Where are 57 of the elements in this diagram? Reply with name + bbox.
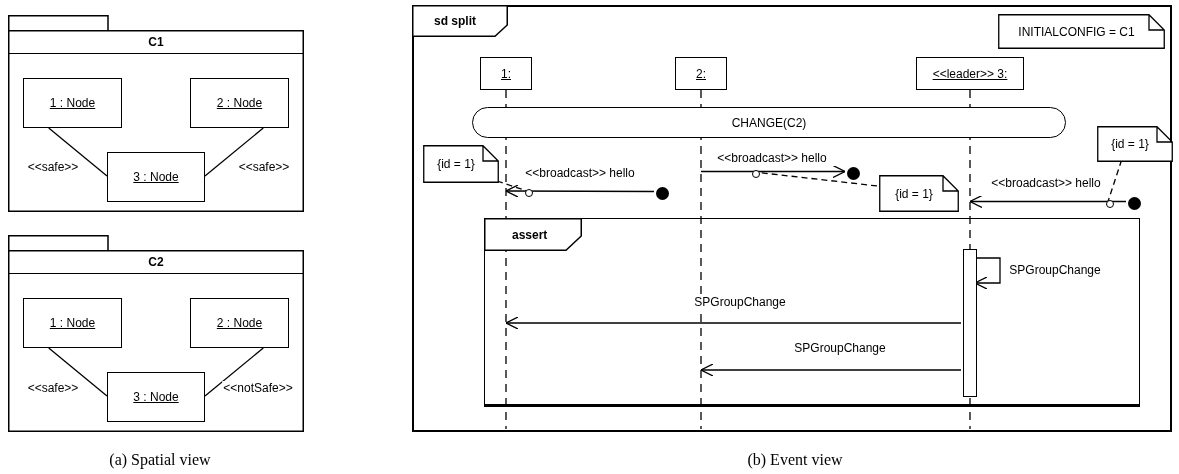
edge-label: <<notSafe>> [222,381,294,395]
connector-line [1107,159,1123,203]
message-arrow [969,194,1127,209]
start-dot [1128,197,1141,210]
edge-label: <<broadcast>> hello [524,166,636,180]
sequence-frame [412,5,1172,432]
start-dot [656,187,669,200]
edge-label: <<safe>> [237,160,291,174]
activation-bar [963,249,977,397]
edge-label: <<safe>> [26,381,80,395]
edge-label: <<broadcast>> hello [716,151,828,165]
connector-line [48,347,108,397]
message-arrow [700,164,846,179]
note [423,145,499,183]
lifeline [504,90,508,429]
frame-title: sd split [412,5,508,37]
note [1097,126,1173,162]
connector-line [204,347,264,397]
note [998,14,1165,49]
edge-label: SPGroupChange [693,295,787,309]
note-text: {id = 1} [437,157,476,171]
note-text: {id = 1} [895,186,934,201]
package-title: C2 [8,250,304,274]
note-text: {id = 1} [1111,137,1150,151]
connector-line [48,127,108,177]
edge-label: SPGroupChange [793,341,887,355]
lifeline-head: <<leader>> 3: [916,57,1024,90]
message-arrow [505,184,655,198]
object-box: 1 : Node [23,298,122,348]
message-arrow [700,363,962,377]
note [879,175,959,212]
fragment-operator [484,218,582,251]
message-arrow [974,257,1001,290]
object-box: 2 : Node [190,298,289,348]
object-box: 1 : Node [23,78,122,128]
anchor-ring [525,189,533,197]
object-box: 3 : Node [107,372,205,422]
package [8,15,304,212]
note-text: INITIALCONFIG = C1 [1018,24,1136,39]
lifeline-head: 2: [675,57,727,90]
package [8,235,304,432]
edge-label: SPGroupChange [1008,263,1102,277]
package-title: C1 [8,30,304,54]
object-box: 2 : Node [190,78,289,128]
object-box: 3 : Node [107,152,205,202]
message-arrow [505,316,962,330]
figure-caption: (b) Event view [747,451,843,469]
edge-label: <<broadcast>> hello [990,176,1102,190]
figure-caption: (a) Spatial view [109,451,211,469]
edge-label: <<safe>> [26,160,80,174]
state-invariant: CHANGE(C2) [472,107,1066,138]
anchor-ring [752,170,760,178]
anchor-ring [1106,199,1114,208]
start-dot [847,167,860,180]
lifeline-head: 1: [480,57,532,90]
connector-line [204,127,264,177]
fragment-title: assert [511,227,548,242]
